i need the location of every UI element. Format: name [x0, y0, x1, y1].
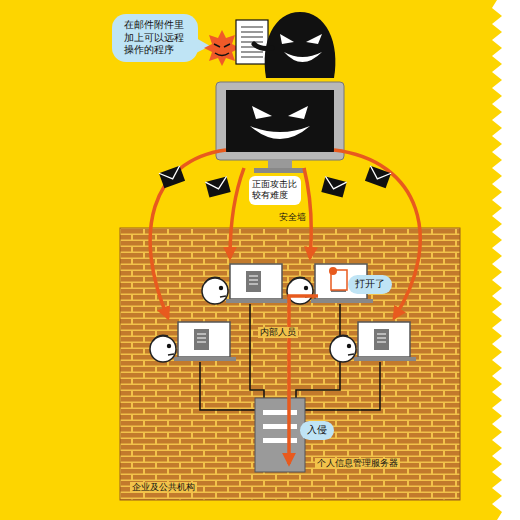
node-label: 企业及公共机构	[130, 482, 197, 493]
speech-bubble: 在邮件附件里加上可以远程操作的程序	[112, 14, 198, 62]
paper-edge	[492, 0, 520, 520]
bubble-text: 正面攻击比较有难度	[252, 179, 298, 202]
mail-envelope	[365, 166, 391, 189]
attacker-monitor	[226, 90, 334, 152]
bubble-pointer	[196, 38, 210, 53]
opened-attachment	[329, 267, 337, 275]
server	[263, 424, 297, 429]
staff-workstation	[150, 322, 236, 362]
angry-sun	[204, 30, 240, 66]
server	[263, 438, 297, 443]
node-label: 个人信息管理服务器	[315, 458, 400, 469]
network-wire	[200, 362, 255, 410]
hacker-figure	[254, 44, 272, 49]
server	[255, 398, 305, 472]
angry-sun	[215, 53, 229, 56]
bubble-text: 打开了	[355, 278, 385, 291]
security-wall: 安全墙企业及公共机构打开了个人信息管理服务器入侵	[120, 228, 460, 500]
note-bubble: 正面攻击比较有难度	[249, 176, 301, 205]
server	[263, 410, 297, 415]
brick-wall	[120, 228, 460, 500]
bubble-text: 入侵	[307, 424, 327, 437]
attachment-document	[236, 20, 268, 64]
staff-workstation	[202, 264, 288, 304]
server-box: 个人信息管理服务器	[255, 398, 305, 472]
angry-sun	[204, 30, 240, 66]
attacker-monitor	[216, 82, 344, 160]
hacker-figure	[265, 12, 336, 78]
speech-bubble: 打开了	[348, 275, 392, 294]
opened-attachment	[329, 267, 347, 290]
attacker-monitor	[252, 106, 308, 119]
attack-arrow	[230, 168, 244, 258]
angry-sun	[214, 44, 230, 47]
speech-bubble: 入侵	[300, 421, 334, 440]
hacker-figure	[254, 12, 335, 78]
mail-envelope	[321, 176, 346, 197]
mail-envelope	[205, 176, 230, 197]
bubble-text: 在邮件附件里加上可以远程操作的程序	[124, 19, 186, 57]
mail-envelope	[159, 166, 185, 189]
attacker-monitor	[268, 160, 292, 168]
hacker-figure	[284, 52, 322, 62]
hacker-figure	[280, 34, 322, 44]
server	[255, 398, 305, 472]
staff-workstation	[330, 322, 416, 362]
attacker-monitor	[250, 126, 310, 139]
attacker-monitor	[216, 82, 344, 173]
attacker-monitor	[254, 168, 306, 173]
network-wire	[250, 304, 264, 398]
attachment-document	[241, 27, 263, 57]
network-wire	[305, 362, 380, 410]
attack-arrow	[150, 150, 420, 318]
group-label: 内部人员	[258, 327, 298, 338]
node-label: 安全墙	[277, 212, 308, 223]
attachment-document	[236, 20, 268, 64]
